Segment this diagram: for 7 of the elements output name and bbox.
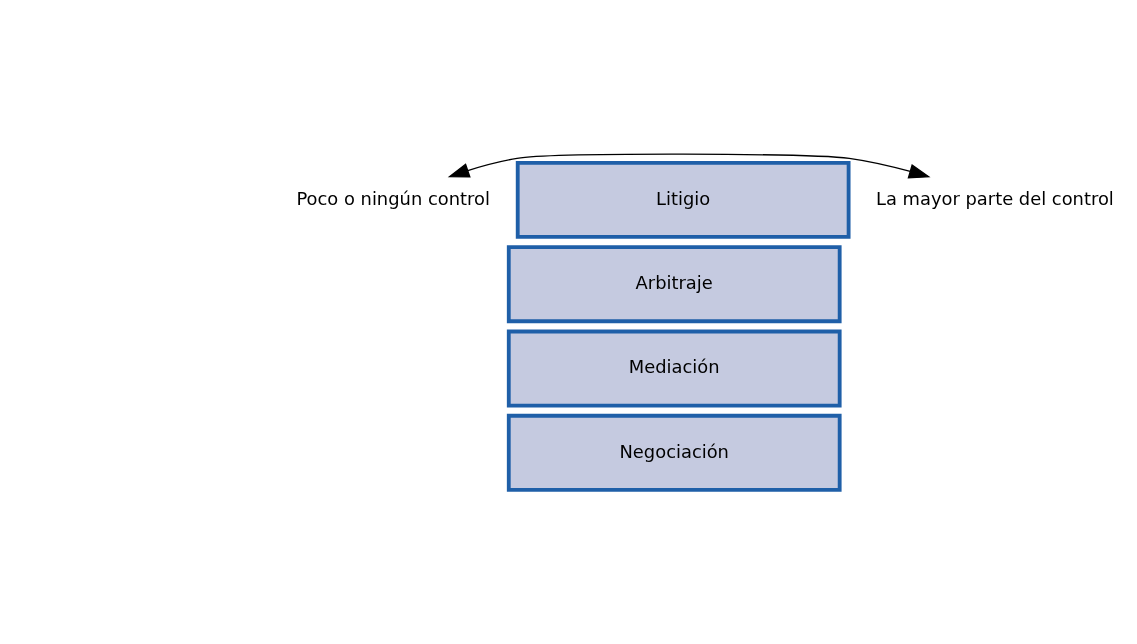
arrow (447, 153, 931, 179)
node-box: Arbitraje (506, 245, 842, 324)
node-text: La mayor parte del control (876, 187, 1114, 209)
node-box: Mediación (506, 329, 842, 408)
node-text: Poco o ningún control (296, 187, 490, 209)
node-box: Negociación (506, 413, 842, 492)
node-box: Litigio (515, 160, 851, 239)
